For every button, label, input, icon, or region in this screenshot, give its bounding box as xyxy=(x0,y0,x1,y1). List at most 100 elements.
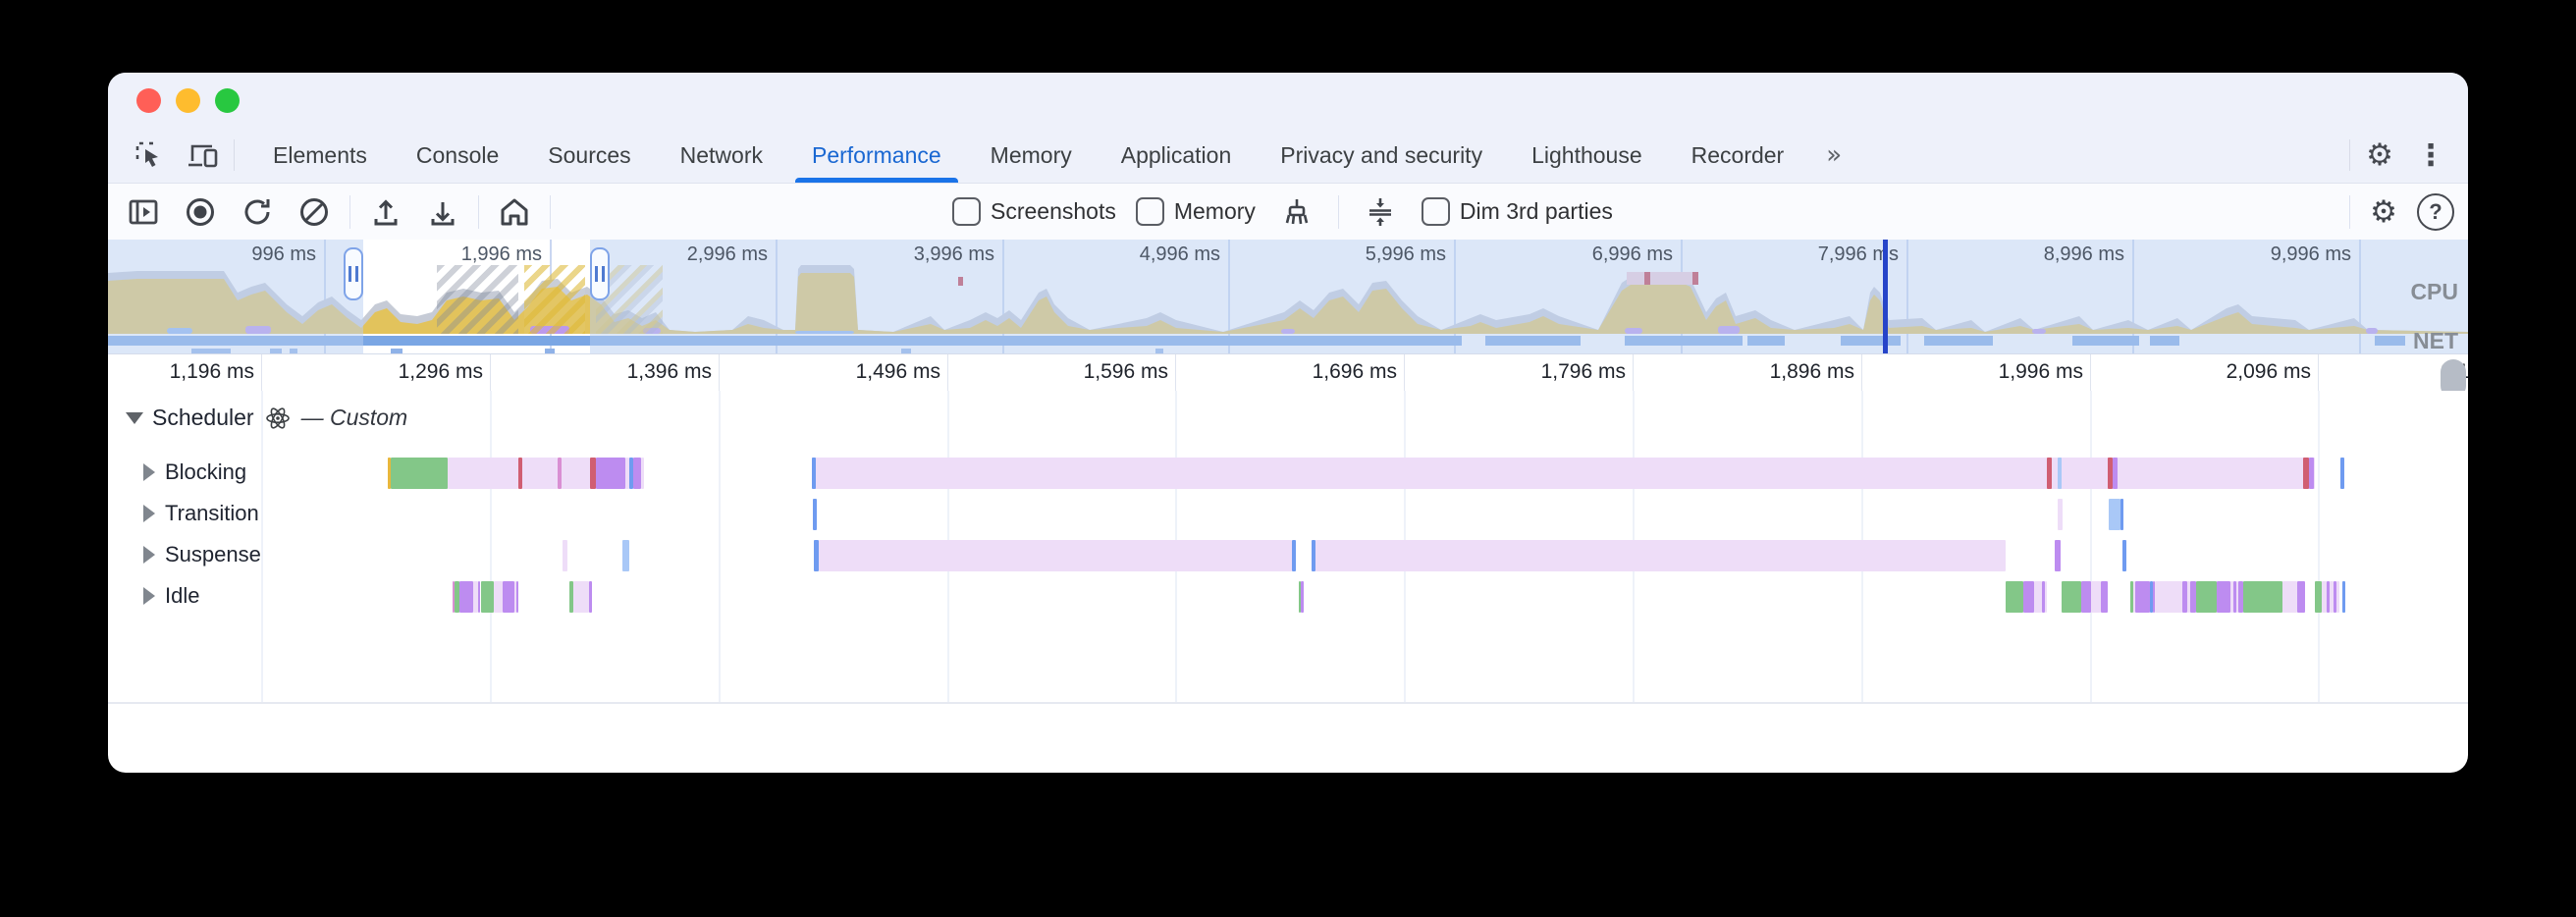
selection-handle-right[interactable] xyxy=(590,247,610,300)
trace-bar-blocking[interactable] xyxy=(558,458,562,489)
dim-3rd-parties-checkbox[interactable]: Dim 3rd parties xyxy=(1421,197,1613,226)
trace-bar-transition[interactable] xyxy=(2120,499,2123,530)
tab-console[interactable]: Console xyxy=(415,141,500,168)
tab-performance[interactable]: Performance xyxy=(787,128,966,183)
clear-icon[interactable] xyxy=(293,190,336,234)
toggle-sidebar-icon[interactable] xyxy=(122,190,165,234)
trace-bar-transition[interactable] xyxy=(2109,499,2120,530)
tab-application[interactable]: Application xyxy=(1120,141,1232,168)
trace-bar-blocking[interactable] xyxy=(2303,458,2309,489)
expand-triangle-icon[interactable] xyxy=(143,587,155,605)
tab-privacy-and-security[interactable]: Privacy and security xyxy=(1280,141,1483,168)
live-metrics-home-icon[interactable] xyxy=(493,190,536,234)
trace-bar-idle[interactable] xyxy=(2334,581,2336,613)
trace-bar-blocking[interactable] xyxy=(625,458,629,489)
trace-bar-idle[interactable] xyxy=(2081,581,2091,613)
trace-bar-blocking[interactable] xyxy=(2047,458,2052,489)
trace-bar-suspense[interactable] xyxy=(1312,540,1315,571)
download-profile-icon[interactable] xyxy=(421,190,464,234)
trace-bar-idle[interactable] xyxy=(2062,581,2081,613)
trace-bar-idle[interactable] xyxy=(2330,581,2334,613)
help-icon[interactable]: ? xyxy=(2417,192,2454,231)
trace-bar-idle[interactable] xyxy=(2236,581,2238,613)
trace-bar-blocking[interactable] xyxy=(590,458,596,489)
screenshots-checkbox[interactable]: Screenshots xyxy=(952,197,1116,226)
inspect-element-icon[interactable] xyxy=(128,134,171,177)
trace-bar-idle[interactable] xyxy=(459,581,473,613)
trace-bar-idle[interactable] xyxy=(2045,581,2047,613)
trace-bar-suspense[interactable] xyxy=(2122,540,2126,571)
tab-recorder[interactable]: Recorder xyxy=(1690,141,1785,168)
expand-triangle-icon[interactable] xyxy=(143,546,155,564)
trace-bar-idle[interactable] xyxy=(2042,581,2045,613)
tab-network[interactable]: Network xyxy=(679,141,763,168)
trace-bar-idle[interactable] xyxy=(2135,581,2150,613)
trace-bar-idle[interactable] xyxy=(2336,581,2339,613)
trace-bar-idle[interactable] xyxy=(2153,581,2155,613)
trace-bar-idle[interactable] xyxy=(2342,581,2345,613)
trace-bar-idle[interactable] xyxy=(503,581,514,613)
devtools-settings-gear-icon[interactable]: ⚙ xyxy=(2366,137,2393,173)
screenshots-checkbox-box[interactable] xyxy=(952,197,981,226)
more-tabs-button[interactable]: » xyxy=(1826,140,1843,170)
trace-bar-blocking[interactable] xyxy=(388,458,391,489)
trace-bar-blocking[interactable] xyxy=(812,458,2315,489)
trace-bar-idle[interactable] xyxy=(2182,581,2187,613)
track-row-blocking[interactable]: Blocking xyxy=(143,459,246,485)
trace-bar-idle[interactable] xyxy=(1301,581,1304,613)
trace-bar-idle[interactable] xyxy=(2233,581,2236,613)
trace-bar-blocking[interactable] xyxy=(522,458,558,489)
trace-bar-idle[interactable] xyxy=(2150,581,2153,613)
trace-bar-idle[interactable] xyxy=(2282,581,2297,613)
devtools-menu-kebab-icon[interactable]: ⋮ xyxy=(2416,137,2445,173)
memory-checkbox-box[interactable] xyxy=(1135,197,1164,226)
trace-bar-idle[interactable] xyxy=(481,581,494,613)
track-group-scheduler[interactable]: Scheduler — Custom xyxy=(126,405,407,431)
trace-bar-idle[interactable] xyxy=(516,581,518,613)
trace-bar-idle[interactable] xyxy=(2315,581,2322,613)
trace-bar-idle[interactable] xyxy=(569,581,573,613)
trace-bar-idle[interactable] xyxy=(2034,581,2042,613)
track-row-idle[interactable]: Idle xyxy=(143,583,199,609)
record-and-reload-icon[interactable] xyxy=(236,190,279,234)
trace-bar-transition[interactable] xyxy=(2058,499,2063,530)
trace-bar-idle[interactable] xyxy=(2130,581,2133,613)
tab-sources[interactable]: Sources xyxy=(548,141,631,168)
tab-memory[interactable]: Memory xyxy=(990,141,1072,168)
trace-bar-idle[interactable] xyxy=(2217,581,2230,613)
expand-triangle-icon[interactable] xyxy=(143,505,155,522)
trace-bar-blocking[interactable] xyxy=(641,458,644,489)
trace-bar-idle[interactable] xyxy=(2155,581,2182,613)
trace-bar-blocking[interactable] xyxy=(2113,458,2118,489)
trace-bar-idle[interactable] xyxy=(2133,581,2135,613)
trace-bar-idle[interactable] xyxy=(2187,581,2190,613)
trace-bar-idle[interactable] xyxy=(473,581,478,613)
collect-garbage-brush-icon[interactable] xyxy=(1275,190,1318,234)
trace-bar-blocking[interactable] xyxy=(391,458,448,489)
trace-bar-idle[interactable] xyxy=(589,581,592,613)
trace-bar-idle[interactable] xyxy=(2006,581,2023,613)
trace-bar-suspense[interactable] xyxy=(1292,540,1296,571)
tab-lighthouse[interactable]: Lighthouse xyxy=(1531,141,1642,168)
trace-bar-idle[interactable] xyxy=(573,581,589,613)
trace-bar-idle[interactable] xyxy=(2196,581,2217,613)
trace-bar-suspense[interactable] xyxy=(622,540,629,571)
trace-bar-suspense[interactable] xyxy=(1315,540,2006,571)
trace-bar-blocking[interactable] xyxy=(2340,458,2344,489)
trace-bar-idle[interactable] xyxy=(455,581,459,613)
close-window-button[interactable] xyxy=(136,88,161,113)
trace-bar-blocking[interactable] xyxy=(2309,458,2314,489)
trace-bar-blocking[interactable] xyxy=(2058,458,2062,489)
capture-settings-gear-icon[interactable]: ⚙ xyxy=(2370,193,2397,230)
trace-bar-suspense[interactable] xyxy=(819,540,1292,571)
trace-bar-blocking[interactable] xyxy=(2108,458,2113,489)
trace-bar-suspense[interactable] xyxy=(563,540,567,571)
expand-triangle-icon[interactable] xyxy=(143,463,155,481)
trace-bar-idle[interactable] xyxy=(2190,581,2196,613)
trace-bar-blocking[interactable] xyxy=(448,458,518,489)
trace-bar-blocking[interactable] xyxy=(562,458,590,489)
trace-bar-blocking[interactable] xyxy=(633,458,641,489)
trace-bar-idle[interactable] xyxy=(478,581,480,613)
tab-elements[interactable]: Elements xyxy=(273,141,367,168)
dim-3rd-parties-checkbox-box[interactable] xyxy=(1421,197,1450,226)
